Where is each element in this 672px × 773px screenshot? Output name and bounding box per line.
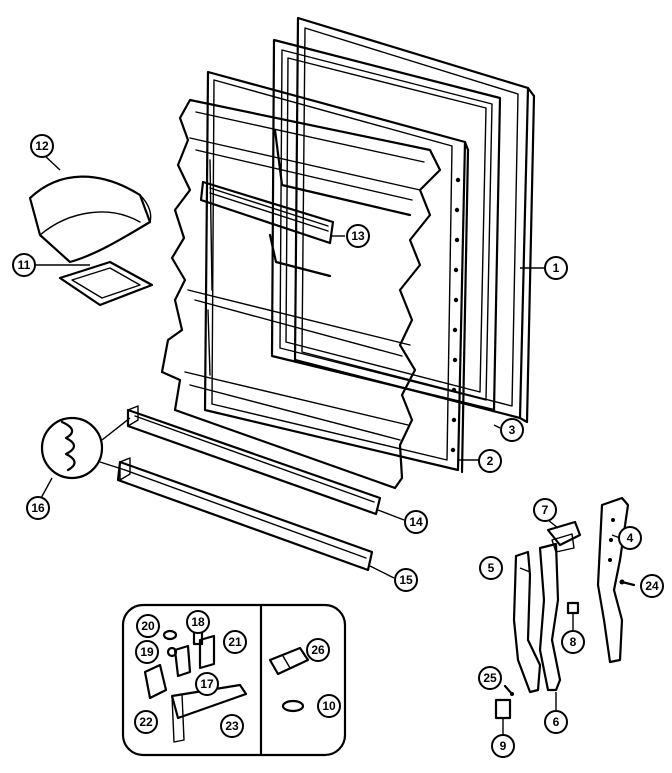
callout-2: 2 — [478, 449, 502, 473]
callout-16: 16 — [26, 496, 50, 520]
callout-5: 5 — [479, 556, 503, 580]
callout-6-label: 6 — [553, 715, 560, 729]
clip-26 — [268, 646, 310, 676]
callout-5-label: 5 — [488, 561, 495, 575]
callout-20: 20 — [136, 614, 160, 638]
callout-2-label: 2 — [487, 454, 494, 468]
callout-26-label: 26 — [311, 643, 325, 657]
callout-22: 22 — [134, 710, 158, 734]
callout-17-label: 17 — [200, 677, 214, 691]
leader-lines — [36, 154, 621, 710]
bracket-17 — [173, 644, 192, 678]
dairy-tray — [58, 260, 154, 307]
callout-1-label: 1 — [553, 261, 560, 275]
callout-16-label: 16 — [31, 501, 45, 515]
callout-25-label: 25 — [483, 671, 497, 685]
callout-9-label: 9 — [500, 739, 507, 753]
callout-26: 26 — [306, 638, 330, 662]
callout-23-label: 23 — [225, 719, 239, 733]
screw-25 — [503, 684, 514, 696]
callout-13-label: 13 — [351, 229, 365, 243]
callout-12-label: 12 — [35, 139, 49, 153]
callout-19: 19 — [135, 640, 159, 664]
callout-11: 11 — [12, 253, 36, 277]
callout-7-label: 7 — [542, 503, 549, 517]
callout-3-label: 3 — [509, 423, 516, 437]
callout-15: 15 — [394, 568, 418, 592]
hinge-bracket-5 — [512, 550, 542, 694]
callout-3: 3 — [500, 418, 524, 442]
callout-24: 24 — [640, 574, 664, 598]
dairy-door-cover — [28, 175, 152, 264]
callout-25: 25 — [478, 666, 502, 690]
washer-20 — [162, 629, 178, 641]
inner-door-liner — [203, 70, 470, 474]
screw-24 — [619, 579, 636, 587]
inner-door-body — [160, 98, 442, 490]
callout-7: 7 — [533, 498, 557, 522]
hinge-bracket-6 — [538, 542, 562, 692]
callout-23: 23 — [220, 714, 244, 738]
callout-6: 6 — [544, 710, 568, 734]
callout-19-label: 19 — [140, 645, 154, 659]
callout-14: 14 — [404, 510, 428, 534]
callout-8: 8 — [561, 630, 585, 654]
callout-21: 21 — [223, 630, 247, 654]
hinge-bracket-4 — [596, 496, 630, 664]
callout-12: 12 — [30, 134, 54, 158]
latch-22 — [143, 663, 168, 700]
spring-detail-circle — [40, 416, 131, 480]
callout-8-label: 8 — [570, 635, 577, 649]
shelf-divider — [268, 233, 332, 278]
callout-22-label: 22 — [139, 715, 153, 729]
door-trim-bar-upper — [126, 405, 382, 516]
callout-11-label: 11 — [18, 258, 31, 272]
callout-1: 1 — [544, 256, 568, 280]
callout-4-label: 4 — [627, 531, 634, 545]
bushing — [566, 601, 580, 630]
liner-screw-holes — [450, 177, 461, 453]
shelf-bar — [199, 180, 335, 245]
hinge-plate-7 — [546, 520, 582, 553]
callout-13: 13 — [346, 224, 370, 248]
outer-door-panel — [293, 16, 536, 424]
callout-14-label: 14 — [409, 515, 423, 529]
door-trim-bar-lower — [116, 457, 374, 572]
callout-15-label: 15 — [399, 573, 413, 587]
callout-4: 4 — [618, 526, 642, 550]
callout-20-label: 20 — [141, 619, 155, 633]
hinge-cap — [494, 698, 512, 735]
grommet-10 — [281, 699, 305, 713]
bracket-21 — [198, 634, 216, 670]
callout-24-label: 24 — [645, 579, 659, 593]
callout-18: 18 — [186, 610, 210, 634]
callout-17: 17 — [195, 672, 219, 696]
callout-10: 10 — [317, 694, 341, 718]
callout-21-label: 21 — [228, 635, 242, 649]
callout-10-label: 10 — [322, 699, 336, 713]
callout-18-label: 18 — [191, 615, 205, 629]
callout-9: 9 — [491, 734, 515, 758]
